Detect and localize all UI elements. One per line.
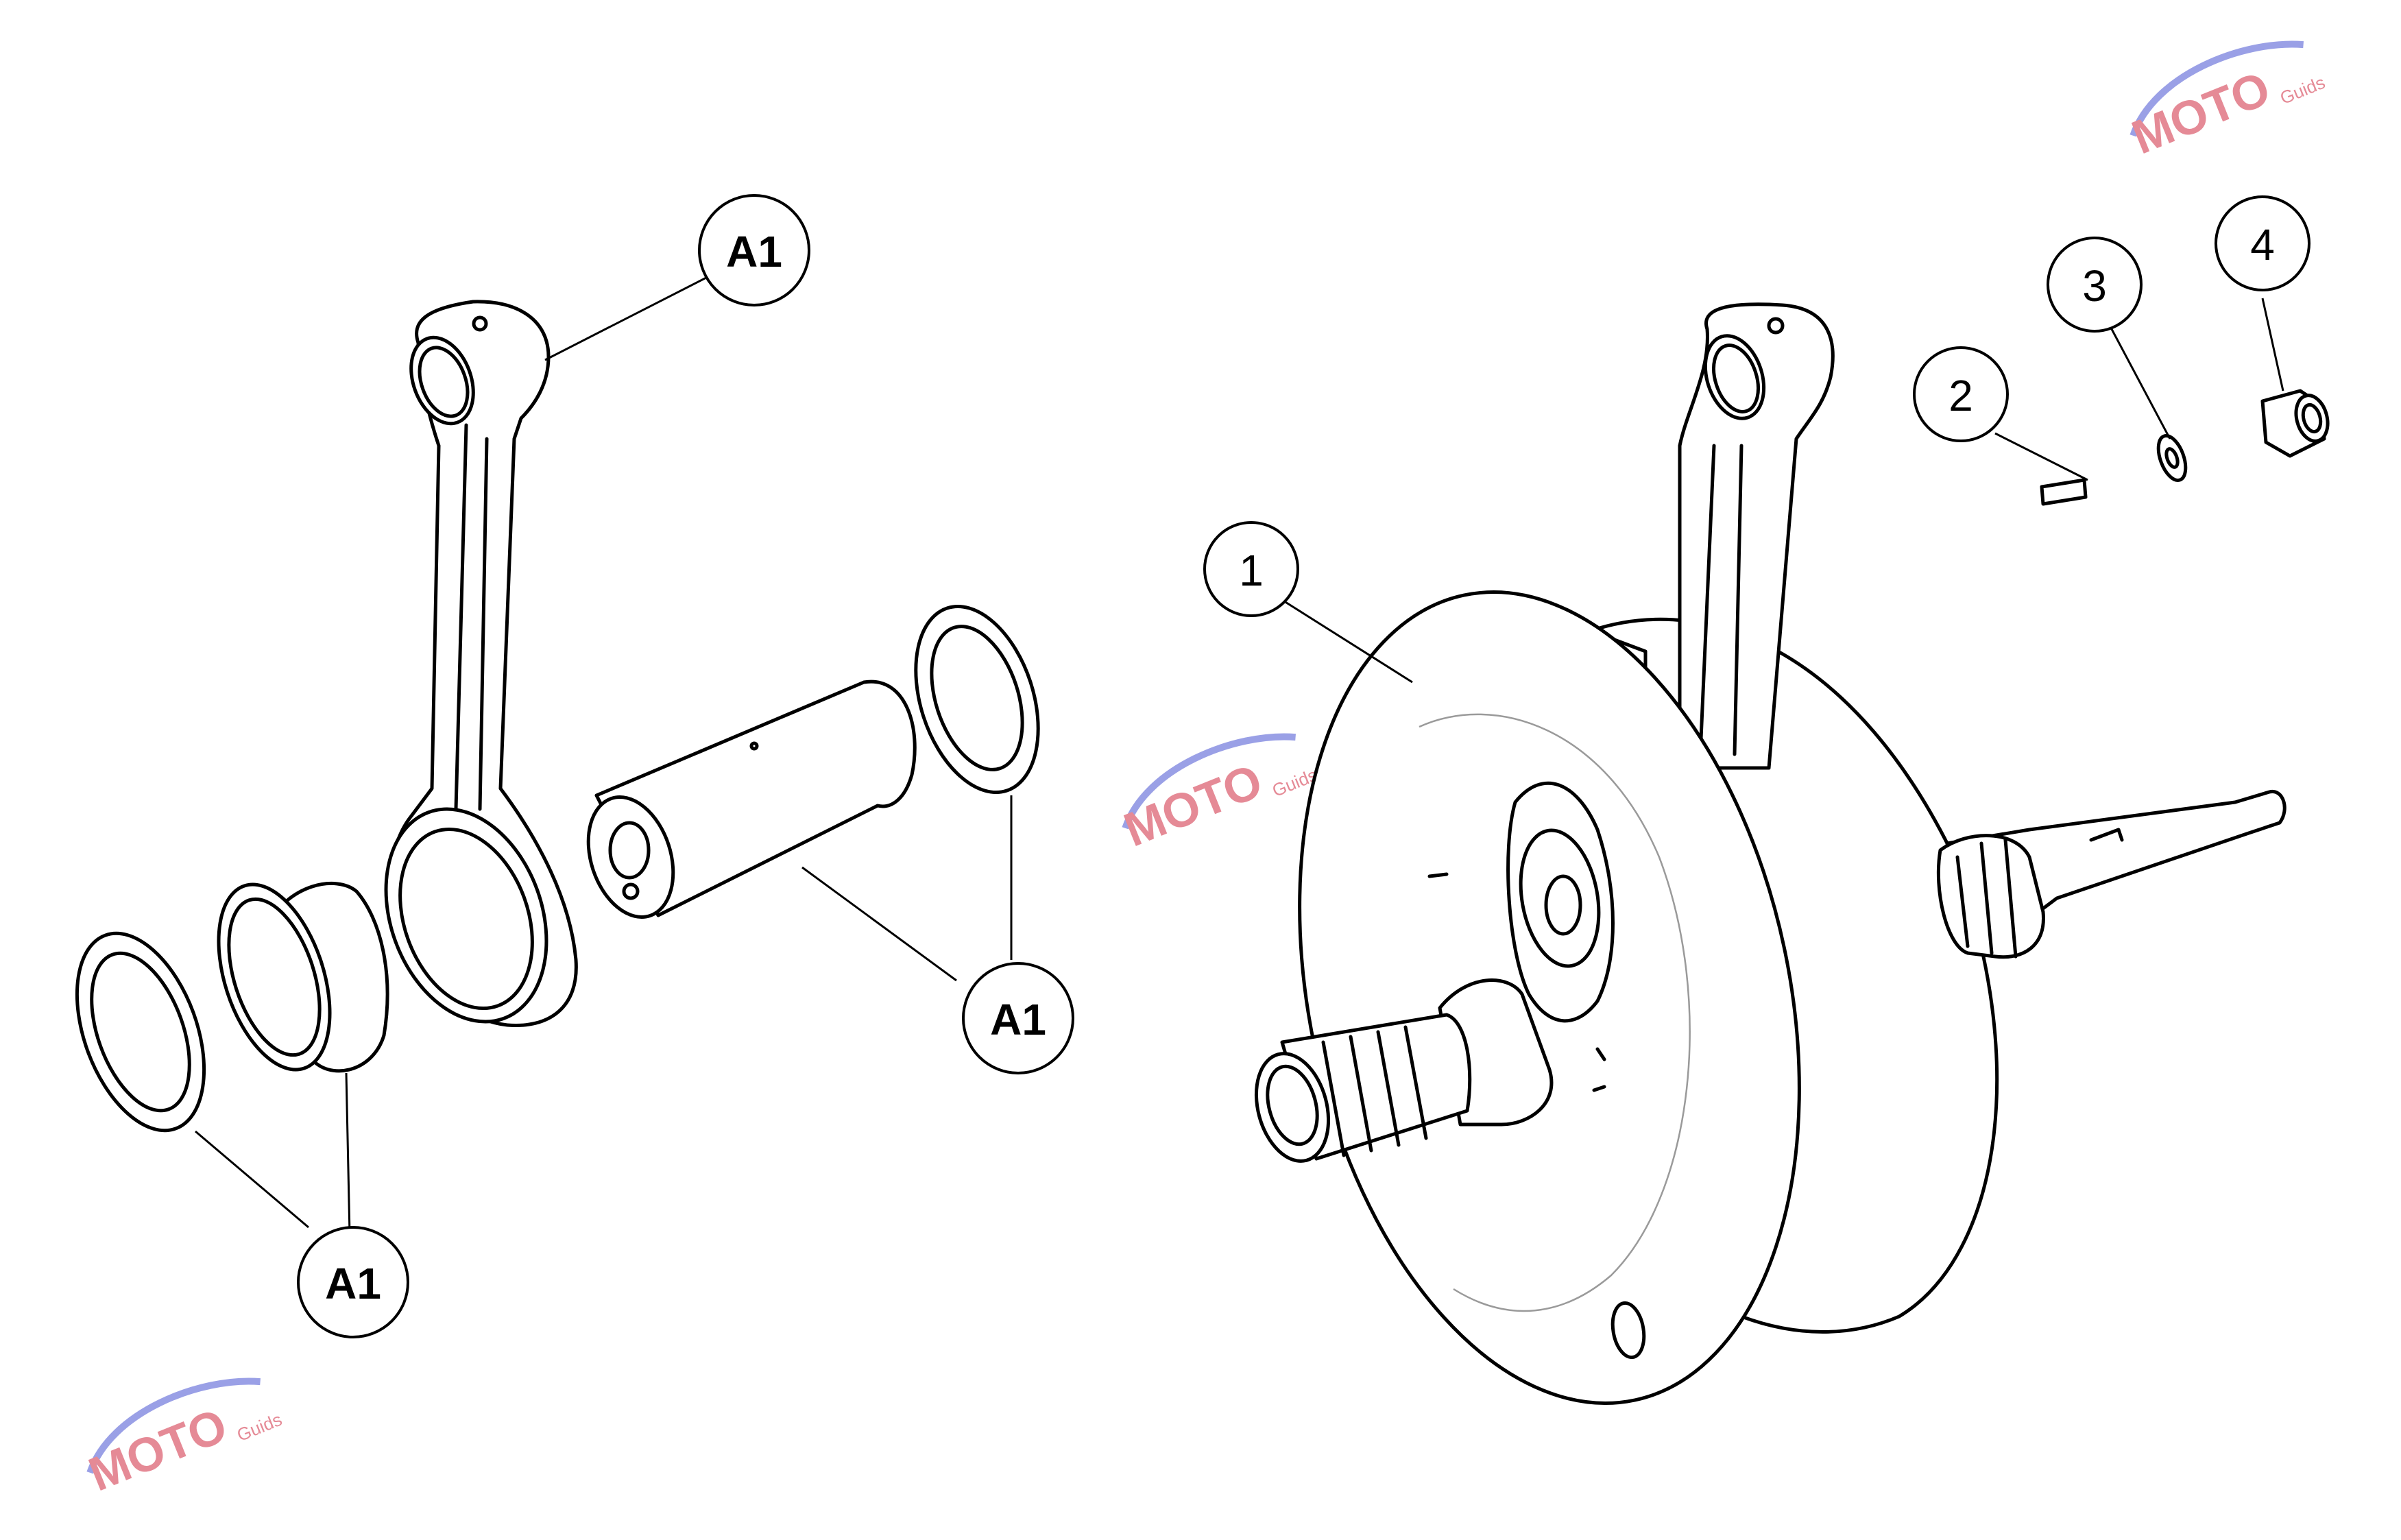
svg-text:MOTO: MOTO: [1117, 754, 1270, 857]
callout-3-label: 3: [2082, 261, 2107, 311]
leader-lines: [195, 276, 2284, 1235]
callout-a1-bearing: A1: [297, 1226, 409, 1338]
nut: [2260, 389, 2330, 458]
callout-a1-pin-label: A1: [990, 995, 1046, 1044]
watermark-logo-center: MOTO Guids: [1117, 733, 1320, 857]
crank-pin: [586, 679, 917, 919]
callout-3: 3: [2047, 237, 2143, 333]
woodruff-key: [2040, 478, 2088, 506]
callout-1-label: 1: [1239, 546, 1264, 595]
callout-2: 2: [1913, 346, 2009, 442]
needle-bearing: [217, 881, 389, 1073]
watermark-logo-top-right: MOTO Guids: [2125, 40, 2328, 165]
callout-a1-rod: A1: [698, 194, 810, 306]
svg-text:MOTO: MOTO: [82, 1398, 234, 1502]
thrust-washer-right: [914, 604, 1040, 795]
crankshaft-assembly: [1254, 302, 2287, 1405]
callout-a1-pin: A1: [962, 962, 1074, 1074]
svg-text:Guids: Guids: [2277, 72, 2328, 108]
callout-4: 4: [2215, 195, 2310, 291]
callout-a1-rod-label: A1: [726, 227, 782, 276]
callout-2-label: 2: [1948, 371, 1973, 420]
callout-4-label: 4: [2250, 220, 2275, 269]
thrust-washer-left: [75, 931, 206, 1133]
callout-a1-bearing-label: A1: [325, 1259, 381, 1308]
connecting-rod: [384, 300, 578, 1028]
callout-1: 1: [1203, 521, 1299, 617]
svg-text:MOTO: MOTO: [2125, 61, 2278, 165]
washer-small: [2156, 434, 2188, 482]
watermark-logo-bottom-left: MOTO Guids: [82, 1377, 285, 1502]
svg-text:Guids: Guids: [234, 1409, 285, 1445]
